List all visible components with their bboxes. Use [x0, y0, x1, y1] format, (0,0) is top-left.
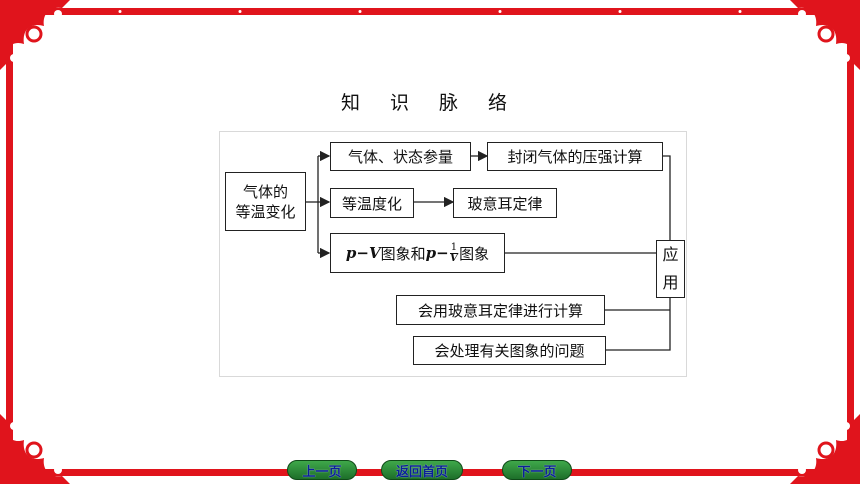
node-graph-problems: 会处理有关图象的问题 — [413, 336, 606, 365]
node-graph-frac-num: 1 — [449, 241, 459, 254]
node-boyle-law-label: 玻意耳定律 — [467, 194, 543, 213]
frame-right-bar — [847, 40, 854, 444]
node-boyle-law: 玻意耳定律 — [453, 188, 557, 218]
node-use-boyle-label: 会用玻意耳定律进行计算 — [417, 301, 583, 320]
corner-ornament-bottom-right — [790, 414, 860, 484]
node-graph-mid: 图象和 — [380, 244, 426, 263]
node-root: 气体的 等温变化 — [225, 172, 306, 231]
node-graph-p: p− — [425, 244, 449, 262]
home-page-label: 返回首页 — [395, 464, 448, 480]
node-isothermal: 等温度化 — [330, 188, 414, 218]
node-isothermal-label: 等温度化 — [341, 194, 402, 213]
node-graph-pv: p−V — [345, 244, 381, 262]
page-title: 知 识 脉 络 — [340, 92, 520, 114]
prev-page-button[interactable]: 上一页 — [287, 460, 357, 480]
home-page-button[interactable]: 返回首页 — [381, 460, 463, 480]
node-use-boyle: 会用玻意耳定律进行计算 — [396, 295, 605, 325]
prev-page-label: 上一页 — [302, 464, 342, 480]
node-apply: 应 用 — [656, 240, 685, 298]
node-graph-end: 图象 — [459, 244, 490, 263]
concept-map-connectors — [306, 150, 671, 351]
corner-ornament-top-left — [0, 0, 70, 70]
node-graph-frac-den: V — [449, 252, 458, 264]
node-graph: p−V 图象和 p− 1 V 图象 — [330, 233, 505, 273]
node-state-params-label: 气体、状态参量 — [347, 148, 453, 166]
connector-apply-to-problems — [606, 298, 671, 351]
frame-left-bar — [6, 40, 13, 444]
frame-top-bar — [38, 8, 822, 15]
node-graph-fraction: 1 V — [449, 241, 459, 264]
connector-pressure-to-apply — [663, 155, 671, 240]
node-pressure-calc: 封闭气体的压强计算 — [487, 142, 663, 171]
node-graph-problems-label: 会处理有关图象的问题 — [434, 342, 585, 360]
node-pressure-calc-label: 封闭气体的压强计算 — [507, 148, 643, 166]
node-root-line2: 等温变化 — [235, 202, 296, 221]
node-state-params: 气体、状态参量 — [330, 142, 471, 171]
next-page-button[interactable]: 下一页 — [502, 460, 572, 480]
corner-ornament-bottom-left — [0, 414, 70, 484]
next-page-label: 下一页 — [517, 464, 557, 480]
corner-ornament-top-right — [790, 0, 860, 70]
node-apply-char2: 用 — [662, 273, 679, 292]
node-root-line1: 气体的 — [242, 182, 288, 201]
node-apply-char1: 应 — [662, 245, 679, 264]
